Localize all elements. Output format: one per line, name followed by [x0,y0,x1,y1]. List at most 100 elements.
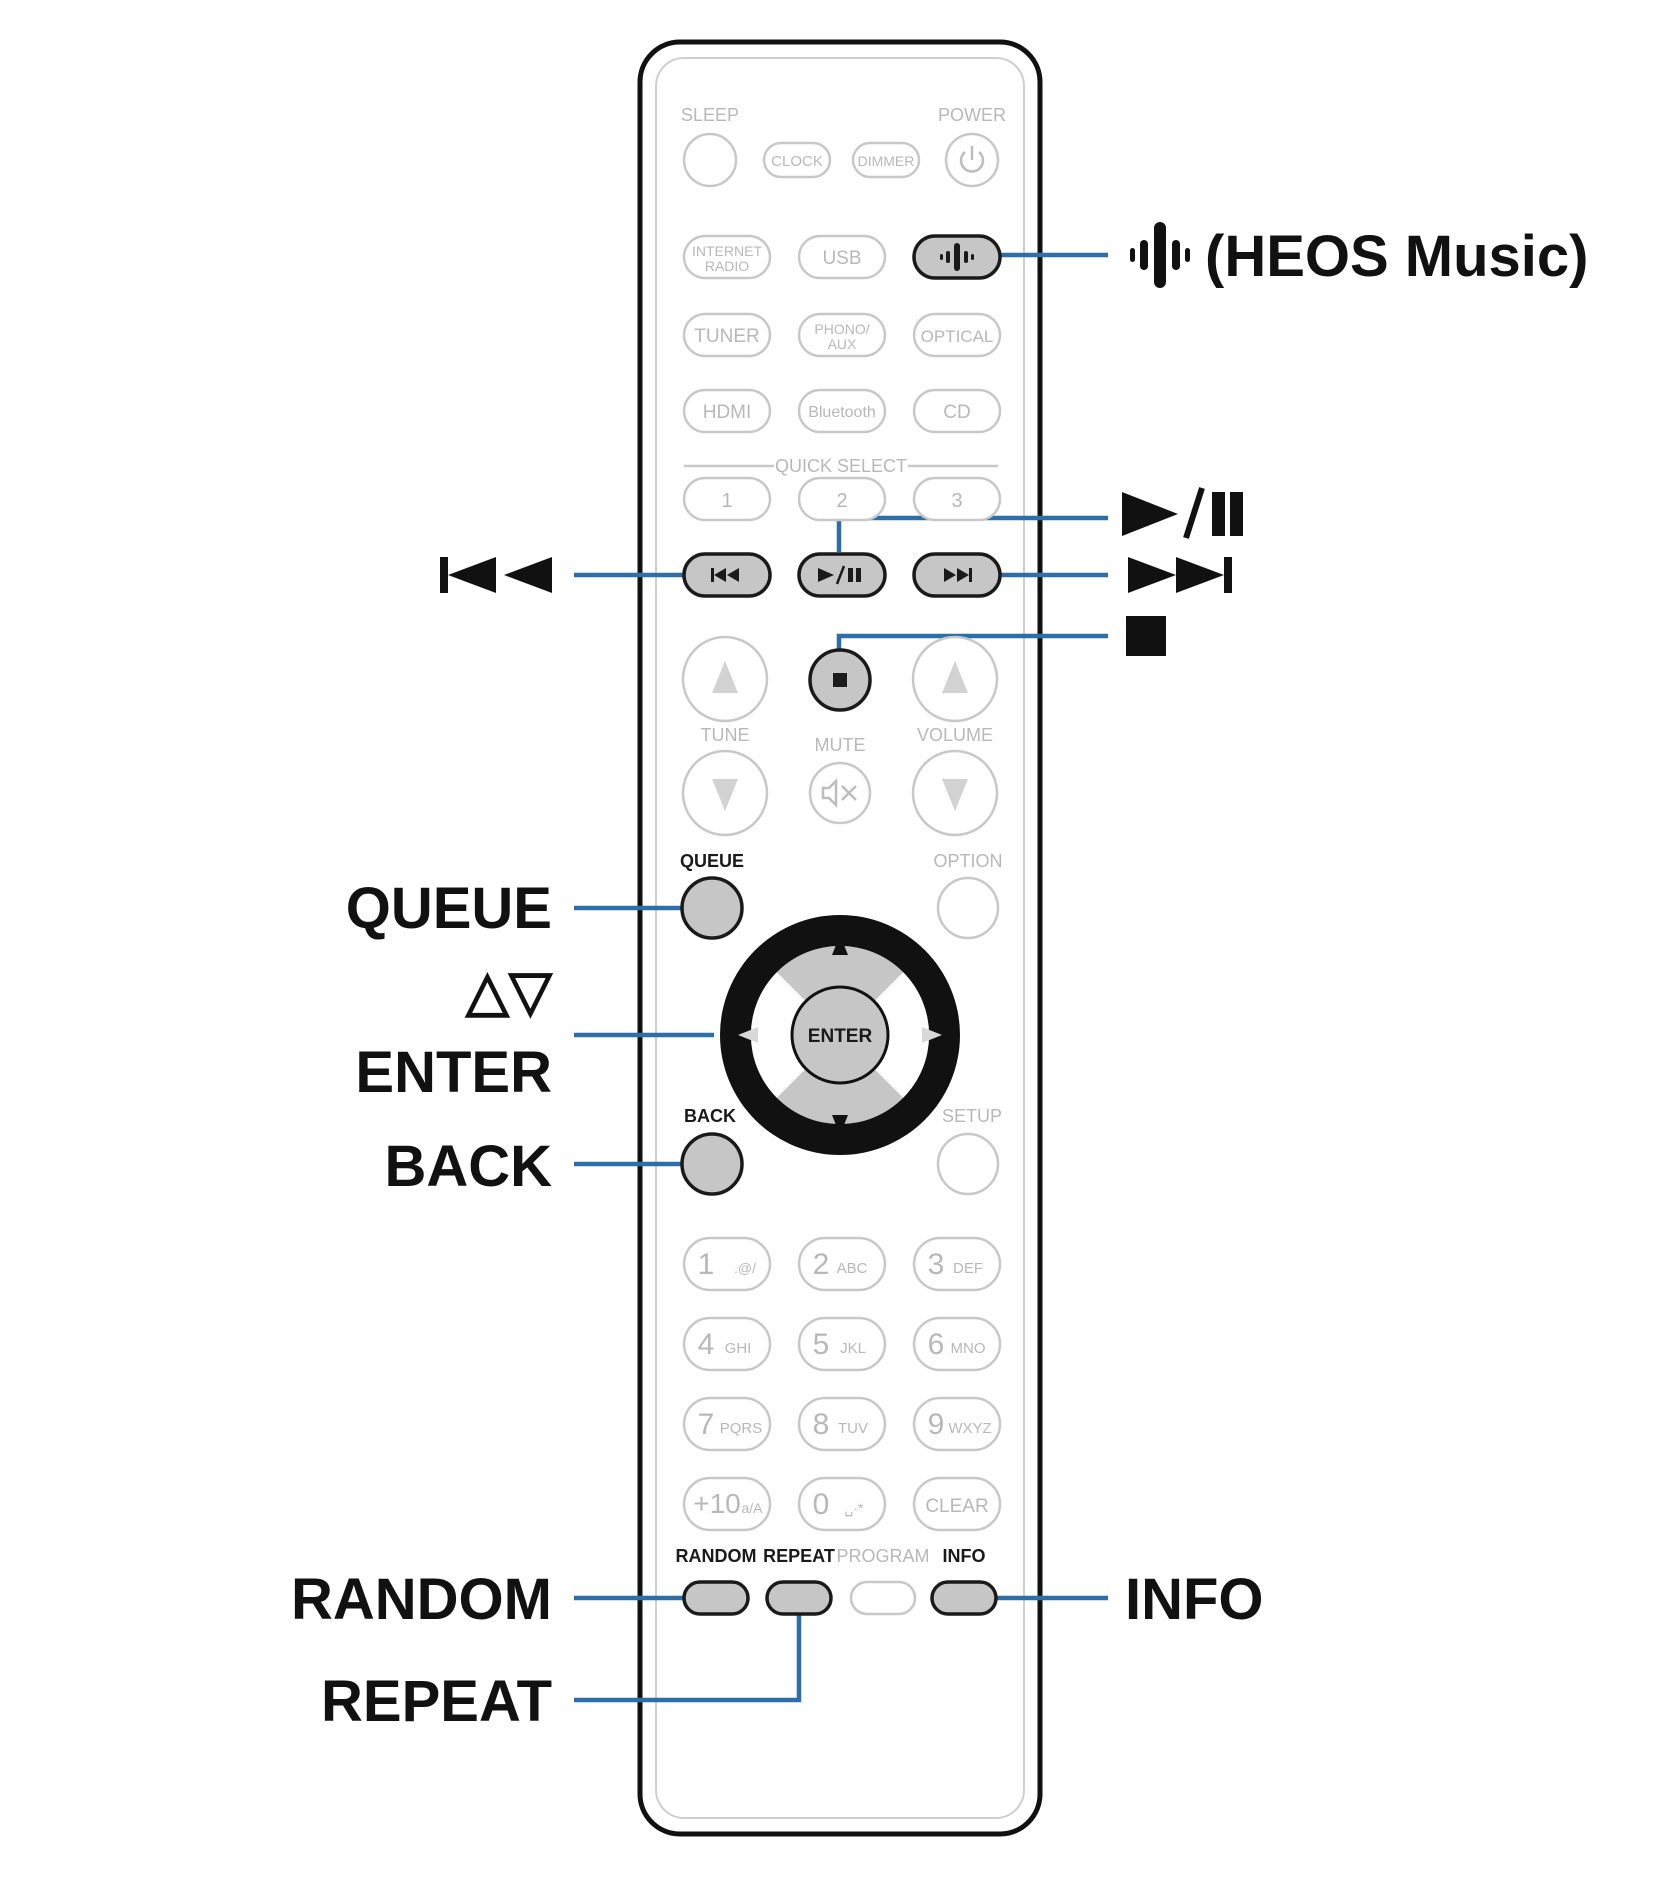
numpad-number: 7 [698,1408,715,1441]
tuner-label: TUNER [694,326,759,347]
callout-back: BACK [384,1134,552,1199]
enter-button-label: ENTER [808,1026,873,1047]
phono-label-2: AUX [828,336,857,352]
callout-next-icon [1128,557,1232,593]
numpad-number: 8 [813,1408,830,1441]
stop-button-icon [833,673,847,687]
info-button[interactable] [930,1580,998,1616]
internet-radio-label-2: RADIO [705,258,749,274]
numpad-button[interactable] [682,1396,772,1452]
usb-button[interactable] [797,234,887,280]
random-button[interactable] [682,1580,750,1616]
dimmer-button[interactable] [851,141,921,179]
cursor-up-button[interactable] [777,945,903,1009]
numpad-button[interactable] [797,1396,887,1452]
quick-select-2-label: 2 [836,490,847,512]
numpad-number: 3 [928,1248,945,1281]
play-pause-button[interactable] [797,552,887,598]
option-label: OPTION [933,851,1002,871]
numpad-letters: ␣·* [845,1500,865,1517]
numpad-letters: DEF [953,1260,983,1277]
cd-label: CD [943,402,970,423]
queue-button[interactable] [680,876,744,940]
leader-repeat [574,1614,802,1703]
hdmi-button[interactable] [682,388,772,434]
callout-previous-icon [440,557,552,593]
sleep-button[interactable] [682,132,738,188]
repeat-button[interactable] [765,1580,833,1616]
tuner-button[interactable] [682,312,772,358]
usb-label: USB [822,248,861,269]
cursor-up-icon [832,935,848,955]
previous-button-icon [711,568,739,582]
clear-button[interactable] [912,1476,1002,1532]
numpad-button[interactable] [797,1236,887,1292]
numpad-number: +10 [693,1488,741,1519]
quick-select-2-button[interactable] [797,476,887,522]
back-button[interactable] [680,1132,744,1196]
numpad-letters: a/A [741,1500,763,1516]
cursor-down-icon [832,1115,848,1135]
mute-icon [821,777,857,809]
bluetooth-button[interactable] [797,388,887,434]
internet-radio-button[interactable] [682,234,772,280]
numpad: 1 .@/ 2 ABC 3 DEF 4 GHI 5 JKL 6 MNO 7 PQ… [682,1236,1002,1532]
volume-up-icon [942,661,968,693]
numpad-button[interactable] [682,1236,772,1292]
enter-button[interactable] [790,985,890,1085]
callout-random: RANDOM [291,1567,552,1632]
mute-button[interactable] [808,761,872,825]
quick-select-1-button[interactable] [682,476,772,522]
callout-cursor-up-down: △▽ [464,959,554,1022]
optical-button[interactable] [912,312,1002,358]
cursor-left-button[interactable] [750,972,814,1098]
cursor-down-button[interactable] [777,1061,903,1125]
callout-info: INFO [1125,1567,1264,1632]
tune-label: TUNE [701,725,750,745]
program-button[interactable] [849,1580,917,1616]
clock-button[interactable] [762,141,832,179]
next-button-icon [944,568,972,582]
quick-select-3-button[interactable] [912,476,1002,522]
info-label: INFO [943,1546,986,1566]
numpad-button[interactable] [912,1396,1002,1452]
sleep-label: SLEEP [681,105,739,125]
cd-button[interactable] [912,388,1002,434]
numpad-number: 1 [698,1248,715,1281]
numpad-number: 5 [813,1328,830,1361]
power-icon [959,146,985,173]
callout-repeat: REPEAT [321,1669,552,1734]
power-label: POWER [938,105,1006,125]
cursor-left-icon [738,1027,758,1043]
numpad-letters: TUV [838,1420,868,1437]
queue-label: QUEUE [680,851,744,871]
numpad-button[interactable] [682,1316,772,1372]
numpad-number: 9 [928,1408,945,1441]
quick-select-label: QUICK SELECT [775,456,907,476]
random-label: RANDOM [676,1546,757,1566]
phono-aux-button[interactable] [797,312,887,358]
numpad-button[interactable] [797,1316,887,1372]
numpad-button[interactable] [912,1236,1002,1292]
clear-label: CLEAR [925,1496,988,1517]
numpad-button[interactable] [682,1476,772,1532]
callout-enter: ENTER [355,1040,552,1105]
remote-inner-outline [655,57,1025,1819]
dimmer-label: DIMMER [858,153,915,169]
internet-radio-label-1: INTERNET [692,243,762,259]
numpad-letters: JKL [840,1340,866,1357]
volume-down-icon [942,779,968,811]
numpad-button[interactable] [912,1316,1002,1372]
hdmi-label: HDMI [703,402,752,423]
repeat-label: REPEAT [763,1546,835,1566]
cursor-right-button[interactable] [866,972,930,1098]
setup-button[interactable] [936,1132,1000,1196]
program-label: PROGRAM [836,1546,929,1566]
numpad-letters: MNO [951,1340,986,1357]
callout-heos-music: (HEOS Music) [1205,224,1589,289]
callout-queue: QUEUE [346,876,552,941]
optical-label: OPTICAL [921,327,994,346]
back-label: BACK [684,1106,736,1126]
numpad-button[interactable] [797,1476,887,1532]
option-button[interactable] [936,876,1000,940]
